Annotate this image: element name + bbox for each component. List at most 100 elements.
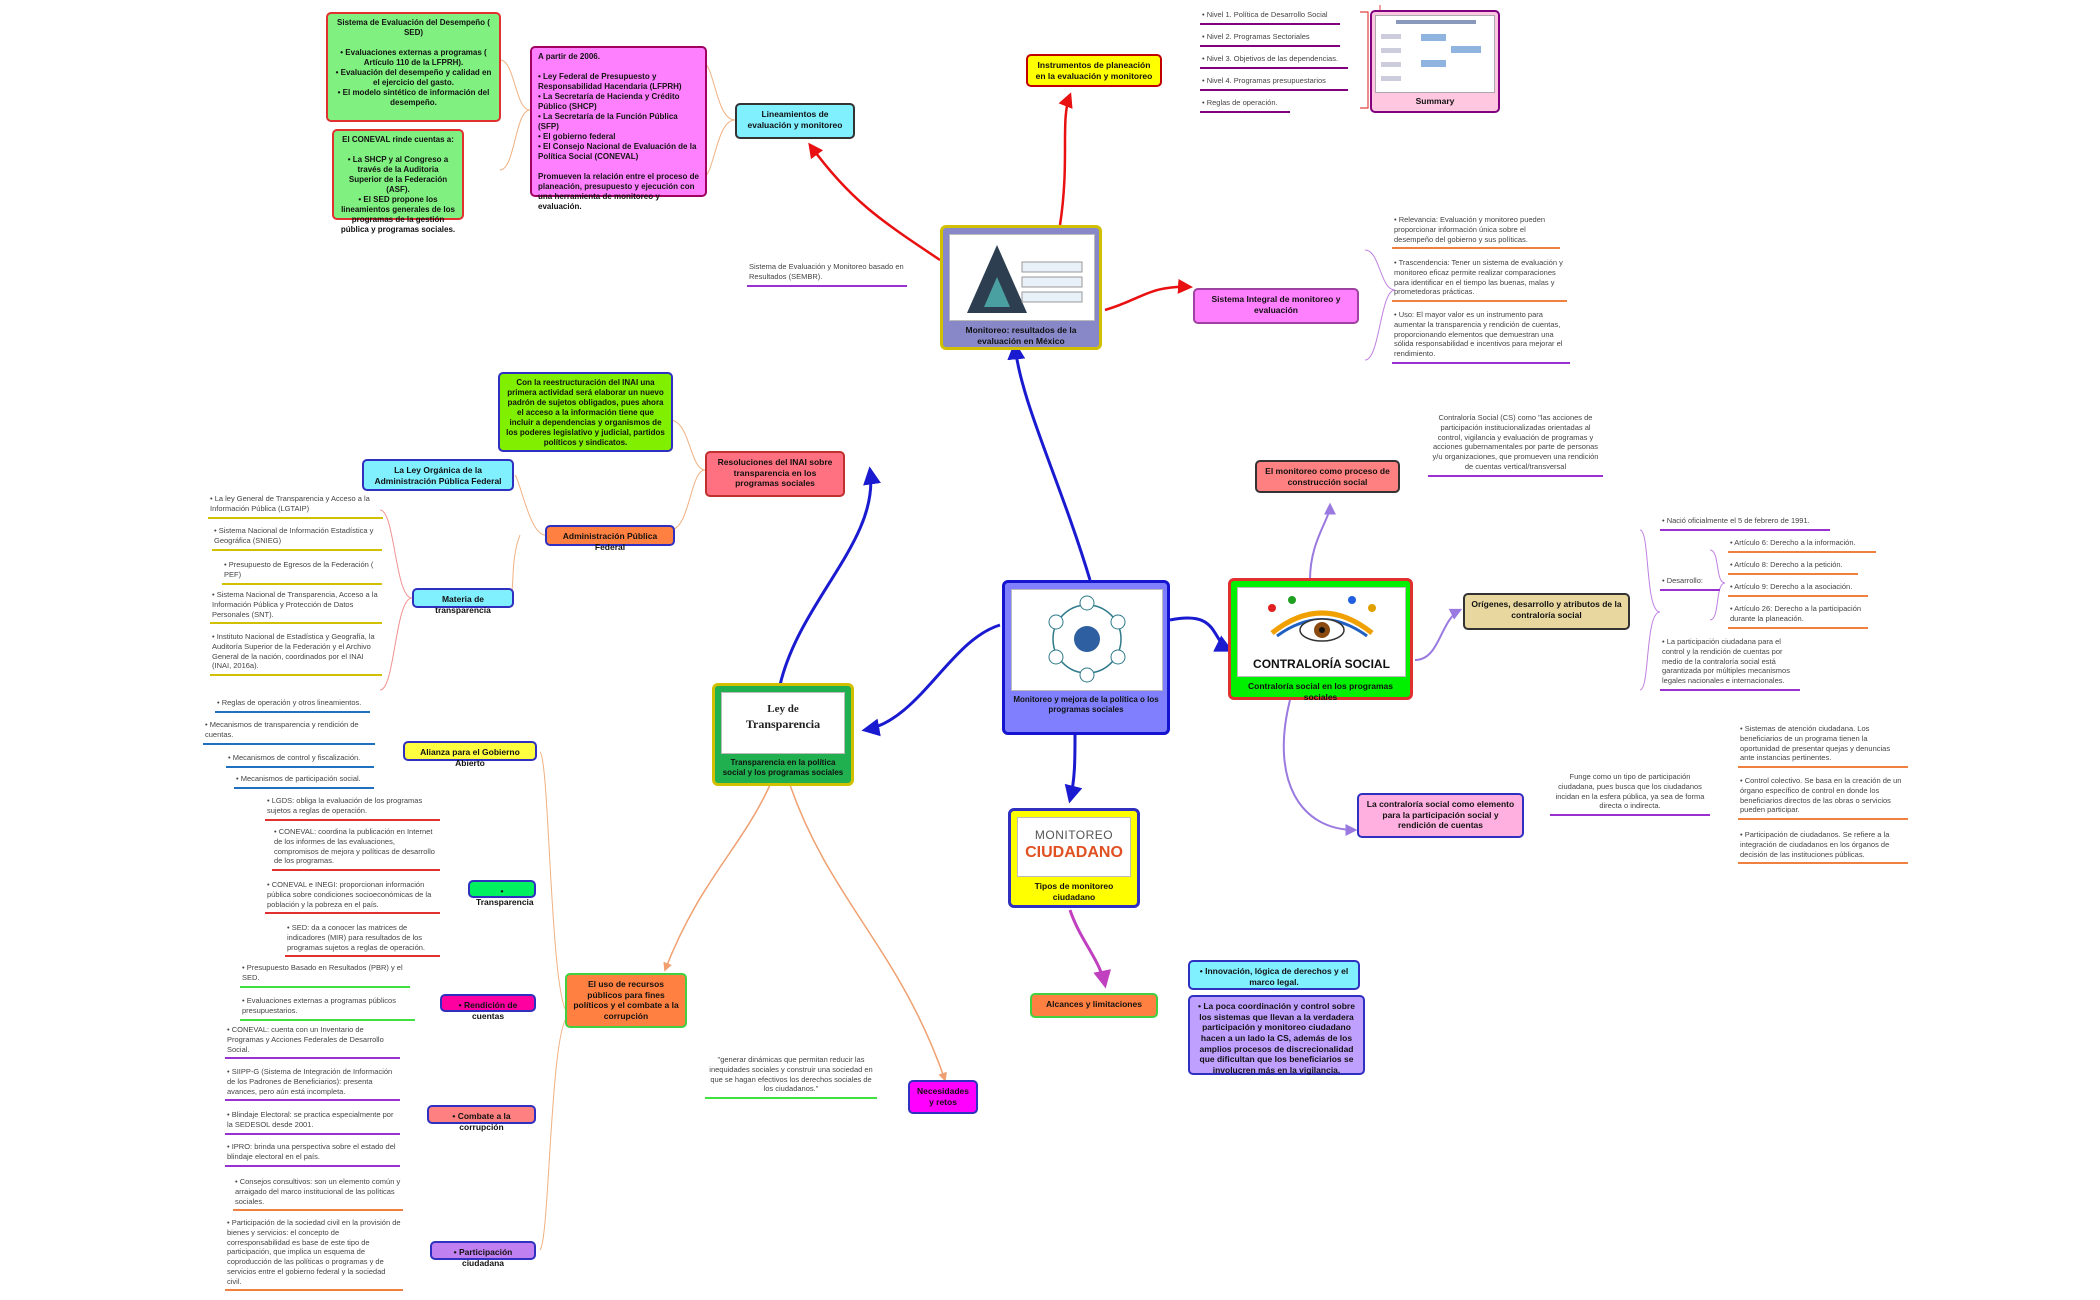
coneval-rinde-node[interactable]: El CONEVAL rinde cuentas a: • La SHCP y … — [332, 129, 464, 234]
elemento-note: Funge como un tipo de participación ciud… — [1550, 772, 1710, 816]
transparencia-node[interactable]: Ley de Transparencia Transparencia en la… — [712, 683, 854, 786]
monitoreo-ciudadano-node[interactable]: MONITOREO CIUDADANO Tipos de monitoreo c… — [1008, 808, 1140, 908]
alcance-1-node[interactable]: • Innovación, lógica de derechos y el ma… — [1188, 960, 1360, 990]
sed-node[interactable]: Sistema de Evaluación del Desempeño ( SE… — [326, 12, 501, 122]
summary-label: Summary — [1415, 96, 1455, 106]
transparencia-title: Transparencia en la política social y lo… — [722, 758, 844, 777]
contraloria-node[interactable]: CONTRALORÍA SOCIAL Contraloría social en… — [1228, 578, 1413, 702]
rendicion-item-2: • Evaluaciones externas a programas públ… — [240, 996, 415, 1021]
ley-organica-node[interactable]: La Ley Orgánica de la Administración Púb… — [362, 459, 514, 491]
sistema-item-2: • Trascendencia: Tener un sistema de eva… — [1392, 258, 1567, 302]
monitoreo-ciudadano-title: Tipos de monitoreo ciudadano — [1034, 881, 1114, 902]
connector-monitoreo-instrumentos — [1058, 92, 1073, 226]
ley-line-2: Transparencia — [745, 716, 821, 731]
logo-line-2: CIUDADANO — [1025, 844, 1123, 861]
instrumentos-item-3: • Nivel 3. Objetivos de las dependencias… — [1200, 54, 1348, 69]
necesidades-node[interactable]: Necesidades y retos — [908, 1080, 978, 1114]
partir-2006-node[interactable]: A partir de 2006. • Ley Federal de Presu… — [530, 46, 707, 211]
articulo-9: • Artículo 9: Derecho a la asociación. — [1728, 582, 1868, 597]
transp-item-4: • SED: da a conocer las matrices de indi… — [285, 923, 440, 958]
instrumentos-item-5: • Reglas de operación. — [1200, 98, 1290, 113]
instrumentos-item-2: • Nivel 2. Programas Sectoriales — [1200, 32, 1340, 47]
proceso-note: Contraloría Social (CS) como "las accion… — [1428, 413, 1603, 477]
combate-node[interactable]: • Combate a la corrupción — [427, 1105, 536, 1132]
connector-resoluciones-detail — [669, 419, 706, 531]
connector-transparencia-uso — [663, 784, 771, 972]
articulo-26: • Artículo 26: Derecho a la participació… — [1728, 604, 1868, 629]
resoluciones-node[interactable]: Resoluciones del INAI sobre transparenci… — [705, 451, 845, 497]
combate-item-4: • IPRO: brinda una perspectiva sobre el … — [225, 1142, 400, 1167]
alcances-node[interactable]: Alcances y limitaciones — [1030, 993, 1158, 1018]
materia-item-5: • Instituto Nacional de Estadística y Ge… — [210, 632, 382, 676]
inai-note-node[interactable]: Con la reestructuración del INAI una pri… — [498, 372, 673, 452]
monitoreo-resultados-title: Monitoreo: resultados de la evaluación e… — [965, 325, 1077, 346]
connector-partir-detail — [499, 59, 531, 171]
ley-line-1: Ley de — [767, 703, 799, 715]
articulo-8: • Artículo 8: Derecho a la petición. — [1728, 560, 1858, 575]
central-node[interactable]: Monitoreo y mejora de la política o los … — [1002, 580, 1170, 735]
contraloria-logo-icon — [1267, 596, 1376, 642]
connector-materia-detail — [379, 509, 413, 691]
connector-transparencia-necesidades — [789, 784, 947, 1082]
connector-transparencia-resoluciones — [778, 466, 881, 686]
combate-item-3: • Blindaje Electoral: se practica especi… — [225, 1110, 400, 1135]
ley-transparencia-image: Ley de Transparencia — [721, 692, 845, 754]
connector-central-contraloria — [1169, 616, 1234, 652]
connector-contraloria-origenes — [1414, 608, 1463, 661]
sistema-item-1: • Relevancia: Evaluación y monitoreo pue… — [1392, 215, 1560, 250]
alianza-node[interactable]: Alianza para el Gobierno Abierto — [403, 741, 537, 768]
instrumentos-item-4: • Nivel 4. Programas presupuestarios — [1200, 76, 1348, 91]
connector-central-monitoreo — [1007, 341, 1092, 581]
participacion-node[interactable]: • Participación ciudadana — [430, 1241, 536, 1268]
origenes-node[interactable]: Orígenes, desarrollo y atributos de la c… — [1463, 593, 1630, 630]
contraloria-logo-text: CONTRALORÍA SOCIAL — [1253, 657, 1390, 671]
monitoreo-ciudadano-logo: MONITOREO CIUDADANO — [1017, 817, 1131, 877]
contraloria-logo: CONTRALORÍA SOCIAL — [1237, 587, 1406, 677]
connector-ciudadano-alcances — [1068, 909, 1111, 989]
rendicion-item-1: • Presupuesto Basado en Resultados (PBR)… — [240, 963, 410, 988]
connector-contraloria-elemento — [1282, 699, 1358, 836]
admin-federal-node[interactable]: Administración Pública Federal — [545, 525, 675, 552]
summary-chart-icon — [1381, 20, 1481, 81]
alcance-2-node[interactable]: • La poca coordinación y control sobre l… — [1188, 995, 1365, 1075]
pyramid-icon — [967, 245, 1083, 313]
alianza-item-3: • Mecanismos de control y fiscalización. — [226, 753, 374, 768]
alianza-item-2: • Mecanismos de transparencia y rendició… — [203, 720, 375, 745]
transparencia-sub-node[interactable]: • Transparencia — [468, 880, 536, 907]
participacion-garantizada-note: • La participación ciudadana para el con… — [1660, 637, 1800, 691]
proceso-node[interactable]: El monitoreo como proceso de construcció… — [1255, 460, 1400, 493]
nacio-note: • Nació oficialmente el 5 de febrero de … — [1660, 516, 1830, 531]
instrumentos-node[interactable]: Instrumentos de planeación en la evaluac… — [1026, 54, 1162, 87]
transp-item-1: • LGDS: obliga la evaluación de los prog… — [265, 796, 440, 821]
elemento-item-2: • Control colectivo. Se basa en la creac… — [1738, 776, 1908, 820]
sistema-integral-node[interactable]: Sistema Integral de monitoreo y evaluaci… — [1193, 288, 1359, 324]
contraloria-title: Contraloría social en los programas soci… — [1247, 681, 1393, 702]
sistema-item-3: • Uso: El mayor valor es un instrumento … — [1392, 310, 1570, 364]
connector-desarrollo-detail — [1709, 549, 1726, 621]
instrumentos-item-1: • Nivel 1. Política de Desarrollo Social — [1200, 10, 1340, 25]
transp-item-3: • CONEVAL e INEGI: proporcionan informac… — [265, 880, 440, 915]
summary-node[interactable]: Summary — [1370, 10, 1500, 113]
central-title: Monitoreo y mejora de la política o los … — [1013, 695, 1159, 714]
uso-recursos-node[interactable]: El uso de recursos públicos para fines p… — [565, 973, 687, 1028]
connector-origenes-detail — [1639, 529, 1661, 691]
participacion-item-2: • Participación de la sociedad civil en … — [225, 1218, 403, 1292]
connector-contraloria-proceso — [1309, 502, 1336, 581]
connector-monitoreo-sistema — [1104, 278, 1193, 312]
combate-item-2: • SIIPP-G (Sistema de Integración de Inf… — [225, 1067, 400, 1102]
connector-central-transparencia — [861, 623, 1001, 737]
monitoreo-resultados-node[interactable]: Monitoreo: resultados de la evaluación e… — [940, 225, 1102, 350]
pyramid-image — [949, 234, 1095, 321]
elemento-node[interactable]: La contraloría social como elemento para… — [1357, 793, 1524, 838]
logo-line-1: MONITOREO — [1034, 828, 1114, 842]
materia-node[interactable]: Materia de transparencia — [412, 588, 514, 615]
combate-item-1: • CONEVAL: cuenta con un Inventario de P… — [225, 1025, 400, 1060]
elemento-item-3: • Participación de ciudadanos. Se refier… — [1738, 830, 1908, 865]
necesidades-note: "generar dinámicas que permitan reducir … — [705, 1055, 877, 1099]
rendicion-node[interactable]: • Rendición de cuentas — [440, 994, 536, 1021]
participacion-item-1: • Consejos consultivos: son un elemento … — [233, 1177, 403, 1212]
materia-item-2: • Sistema Nacional de Información Estadí… — [212, 526, 382, 551]
lineamientos-node[interactable]: Lineamientos de evaluación y monitoreo — [735, 103, 855, 139]
articulo-6: • Artículo 6: Derecho a la información. — [1728, 538, 1876, 553]
